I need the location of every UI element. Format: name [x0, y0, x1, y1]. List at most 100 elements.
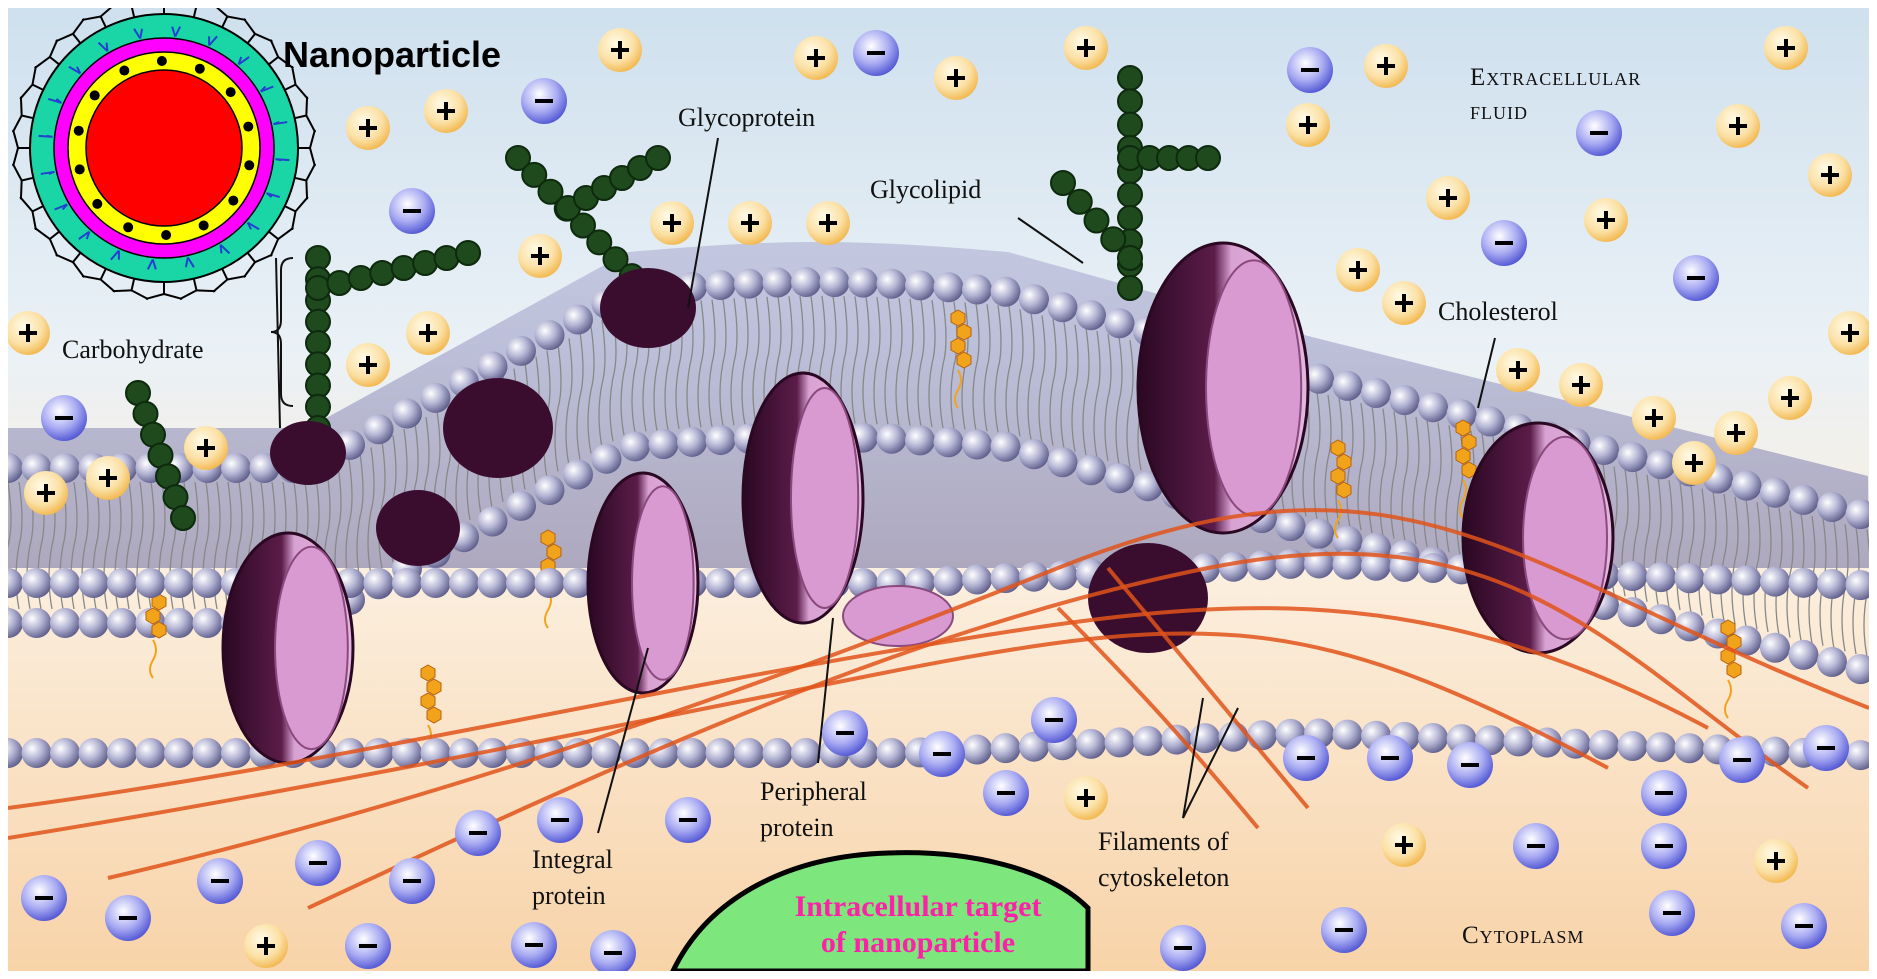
integral-protein-3 [743, 373, 863, 623]
phospholipid-head [1789, 568, 1819, 598]
negative-charge-icon [389, 188, 435, 234]
inner-ligand [39, 136, 53, 137]
diagram-artwork [8, 8, 1869, 971]
integral-protein-4 [1138, 243, 1308, 533]
sterol-ring [1337, 482, 1351, 498]
sugar-unit [392, 256, 416, 280]
negative-charge-icon [21, 875, 67, 921]
sugar-unit [456, 241, 480, 265]
filaments-label-line2: cytoskeleton [1098, 864, 1229, 893]
cholesterol-label: Cholesterol [1438, 298, 1558, 327]
phospholipid-head [791, 738, 821, 768]
phospholipid-head [1589, 730, 1619, 760]
negative-charge-icon [1513, 823, 1559, 869]
phospholipid-head [1618, 442, 1648, 472]
negative-charge-icon [665, 797, 711, 843]
ligand-arm [21, 180, 22, 199]
phospholipid-head [535, 475, 565, 505]
phospholipid-head [22, 608, 52, 638]
negative-charge-icon [1283, 735, 1329, 781]
phospholipid-head [535, 568, 565, 598]
positive-charge-icon [1382, 823, 1426, 867]
sterol-ring [1721, 620, 1735, 636]
phospholipid-head [1732, 566, 1762, 596]
phospholipid-head [1418, 553, 1448, 583]
phospholipid-head [79, 568, 109, 598]
positive-charge-icon [244, 924, 288, 968]
negative-charge-icon [389, 858, 435, 904]
protein-cross-section [632, 486, 694, 680]
ligand-arm [113, 290, 132, 291]
sugar-unit [435, 246, 459, 270]
phospholipid-head [1817, 647, 1847, 677]
phospholipid-head [478, 352, 508, 382]
negative-charge-icon [197, 858, 243, 904]
positive-charge-icon [1559, 363, 1603, 407]
phospholipid-head [421, 568, 451, 598]
sugar-unit [171, 506, 195, 530]
phospholipid-head [962, 735, 992, 765]
phospholipid-head [1675, 733, 1705, 763]
phospholipid-head [364, 414, 394, 444]
sugar-unit [306, 276, 330, 300]
integral-protein-1 [223, 533, 353, 763]
phospholipid-head [1504, 726, 1534, 756]
negative-charge-icon [455, 810, 501, 856]
payload-dot [243, 122, 253, 132]
phospholipid-head [1646, 562, 1676, 592]
phospholipid-head [1247, 550, 1277, 580]
negative-charge-icon [1031, 697, 1077, 743]
sterol-ring [421, 665, 435, 681]
sterol-ring [1727, 662, 1741, 678]
phospholipid-head [848, 268, 878, 298]
positive-charge-icon [1064, 26, 1108, 70]
extracellular-fluid-label-line2: fluid [1470, 98, 1528, 126]
ligand-arm [306, 180, 307, 199]
negative-charge-icon [521, 78, 567, 124]
sterol-ring [1331, 468, 1345, 484]
phospholipid-head [1105, 308, 1135, 338]
intracellular-target-label-line2: of nanoparticle [748, 926, 1088, 961]
phospholipid-head [50, 608, 80, 638]
phospholipid-head [905, 425, 935, 455]
phospholipid-head [193, 738, 223, 768]
phospholipid-head [421, 383, 451, 413]
sterol-ring [152, 622, 166, 638]
negative-charge-icon [853, 30, 899, 76]
phospholipid-head [164, 568, 194, 598]
positive-charge-icon [1672, 441, 1716, 485]
phospholipid-head [706, 425, 736, 455]
positive-charge-icon [1336, 248, 1380, 292]
positive-charge-icon [1382, 281, 1426, 325]
phospholipid-head [1817, 492, 1847, 522]
negative-charge-icon [1481, 220, 1527, 266]
phospholipid-head [1076, 455, 1106, 485]
positive-charge-icon [1764, 26, 1808, 70]
positive-charge-icon [1808, 153, 1852, 197]
phospholipid-head [649, 429, 679, 459]
glycoprotein-label: Glycoprotein [678, 104, 815, 133]
ligand-arm [196, 290, 215, 291]
phospholipid-head [734, 269, 764, 299]
integral-protein-label-line2: protein [532, 882, 606, 911]
phospholipid-head [1333, 720, 1363, 750]
negative-charge-icon [345, 923, 391, 969]
phospholipid-head [478, 568, 508, 598]
payload-dot [92, 199, 102, 209]
integral-protein-label-line1: Integral [532, 846, 613, 875]
payload-dot [123, 222, 133, 232]
phospholipid-head [1789, 640, 1819, 670]
negative-charge-icon [41, 395, 87, 441]
phospholipid-head [164, 608, 194, 638]
positive-charge-icon [728, 201, 772, 245]
payload-dot [244, 160, 254, 170]
positive-charge-icon [934, 56, 978, 100]
negative-charge-icon [1673, 255, 1719, 301]
negative-charge-icon [1641, 823, 1687, 869]
phospholipid-head [1133, 726, 1163, 756]
sugar-unit [1085, 209, 1109, 233]
phospholipid-head [364, 738, 394, 768]
negative-charge-icon [1803, 725, 1849, 771]
positive-charge-icon [1426, 176, 1470, 220]
phospholipid-head [107, 608, 137, 638]
